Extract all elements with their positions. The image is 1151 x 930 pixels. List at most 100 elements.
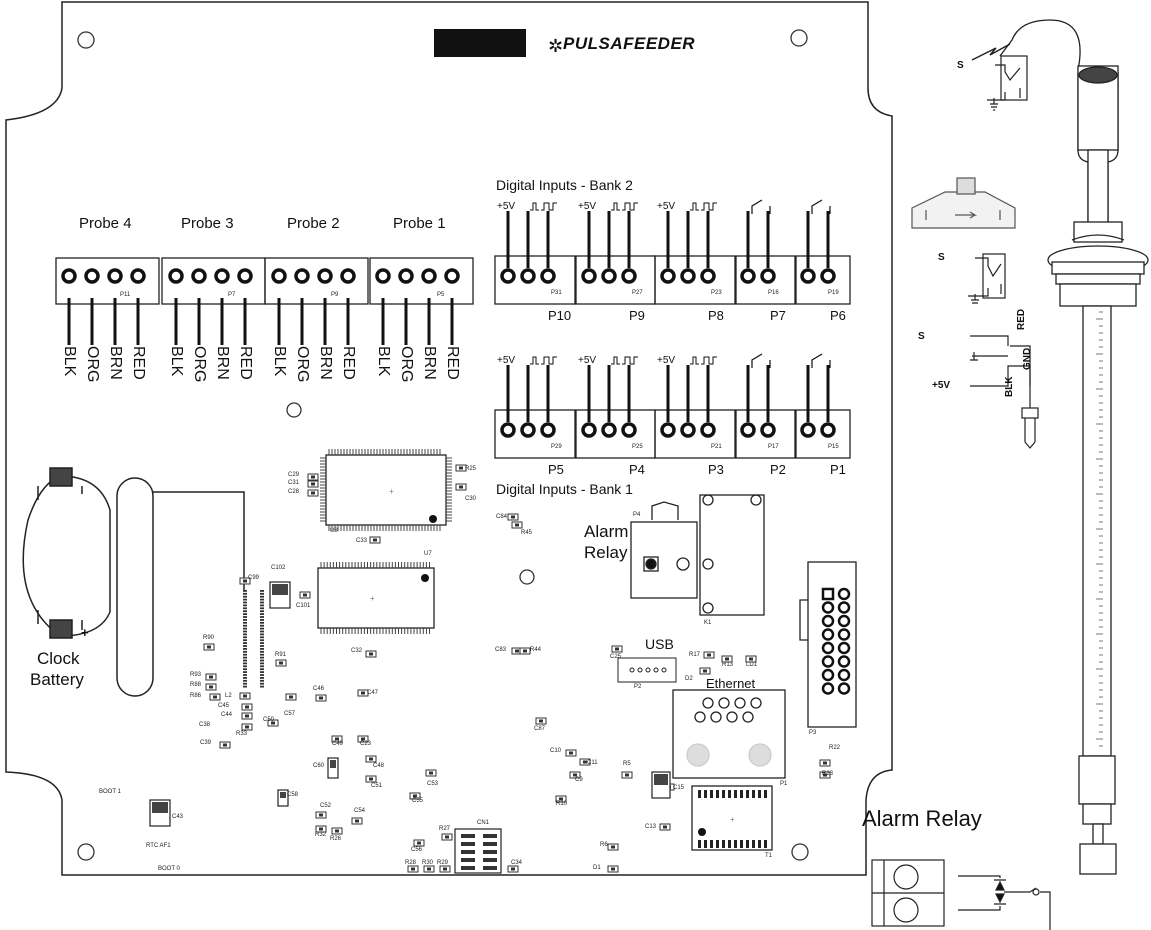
bank1-power-label: +5V <box>657 355 676 366</box>
component-ref: R10 <box>556 801 568 807</box>
component-ref: R88 <box>190 682 202 688</box>
probe-wire-label: ORG <box>191 346 208 383</box>
component-ref: C87 <box>534 726 546 732</box>
bank1-port-name: P4 <box>629 462 645 477</box>
bank2-title: Digital Inputs - Bank 2 <box>496 177 633 193</box>
svg-text:+: + <box>370 594 375 603</box>
component-ref: D1 <box>593 865 601 871</box>
component-ref: R6 <box>600 842 608 848</box>
component-ref: R93 <box>190 672 202 678</box>
bank1-pin <box>820 422 836 438</box>
component-ref: R33 <box>236 731 248 737</box>
bank1-pin <box>800 422 816 438</box>
cn1-pins <box>461 834 497 870</box>
bank2-pin <box>500 268 516 284</box>
pulse-symbol-icon <box>690 202 699 211</box>
ethernet-port <box>672 689 786 779</box>
component-ref: R90 <box>203 635 215 641</box>
pulse-symbols <box>530 202 717 365</box>
component-ref: C38 <box>199 722 211 728</box>
switch-symbol-1 <box>987 55 1028 111</box>
usb-ref: P2 <box>634 684 642 690</box>
probe-pin <box>107 268 123 284</box>
bank1-pin <box>740 422 756 438</box>
component-ref: R44 <box>530 647 542 653</box>
probe-pin <box>214 268 230 284</box>
component-ref: C29 <box>288 472 300 478</box>
bank2-pin <box>581 268 597 284</box>
bank1-pin <box>500 422 516 438</box>
probe-3-title: Probe 3 <box>181 215 234 232</box>
component-ref: L2 <box>225 693 232 699</box>
pin-header <box>799 561 857 728</box>
bank2-power-label: +5V <box>497 201 516 212</box>
component-ref: C15 <box>673 785 685 791</box>
probe-pin <box>421 268 437 284</box>
bank2-port-ref: P31 <box>551 290 562 296</box>
mounting-hole <box>77 31 95 49</box>
component-ref: C13 <box>645 824 657 830</box>
probe-4-ref: P11 <box>120 292 131 298</box>
chip-pins <box>320 449 452 634</box>
component-ref: R30 <box>422 860 434 866</box>
pulse-symbol-icon <box>530 202 539 211</box>
component-ref: C48 <box>373 763 385 769</box>
component-ref: C58 <box>287 792 299 798</box>
mounting-hole <box>77 843 95 861</box>
pulse-symbol-icon <box>622 356 638 365</box>
bank2-port-name: P10 <box>548 308 572 323</box>
switch-symbols <box>751 199 831 368</box>
probe-wire-label: ORG <box>398 346 415 383</box>
clock-battery-line1: Clock <box>37 649 80 668</box>
component-ref: R91 <box>275 652 287 658</box>
relay-ref: K1 <box>704 620 712 626</box>
u7-chip: + <box>317 567 435 629</box>
sensor-plus5: +5V <box>932 380 951 391</box>
component-ref: LD1 <box>746 662 758 668</box>
probe-pin <box>271 268 287 284</box>
pulse-symbol-icon <box>622 202 638 211</box>
component-ref: R86 <box>190 693 202 699</box>
alarm-relay-ref: P4 <box>633 512 641 518</box>
component-ref: R28 <box>405 860 417 866</box>
brand-name: PULSAFEEDER <box>563 34 696 53</box>
bank2-port-ref: P23 <box>711 290 722 296</box>
probe-1-title: Probe 1 <box>393 215 446 232</box>
cn1-ref: CN1 <box>477 820 490 826</box>
component-ref: R26 <box>330 836 342 842</box>
component-ref: C52 <box>320 803 332 809</box>
alarm-relay-legend <box>871 859 1051 930</box>
probe-2-title: Probe 2 <box>287 215 340 232</box>
probe-4-title: Probe 4 <box>79 215 132 232</box>
bank2-pin <box>680 268 696 284</box>
alarm-relay-line1: Alarm <box>584 522 629 541</box>
bank2-port-name: P6 <box>830 308 846 323</box>
bank1-port-ref: P21 <box>711 444 722 450</box>
sensor-gnd-wire: GND <box>1022 347 1033 370</box>
sensor-wiring <box>970 335 1039 449</box>
component-ref: C50 <box>263 717 275 723</box>
battery-holder <box>22 467 245 697</box>
bank2-power-label: +5V <box>657 201 676 212</box>
probe-wire-label: BRN <box>317 346 334 380</box>
component-ref: R45 <box>521 530 533 536</box>
component-ref: C51 <box>371 783 383 789</box>
component-ref: C45 <box>218 703 230 709</box>
component-ref: C55 <box>412 798 424 804</box>
probe-wire-label: ORG <box>294 346 311 383</box>
component-ref: R17 <box>689 652 701 658</box>
component-ref: C43 <box>172 814 184 820</box>
bank1-power-label: +5V <box>497 355 516 366</box>
probe-pin <box>61 268 77 284</box>
component-ref: C39 <box>200 740 212 746</box>
mounting-hole <box>286 402 302 418</box>
component-ref: C11 <box>587 760 598 766</box>
component-ref: C46 <box>313 686 325 692</box>
bank1-port-ref: P29 <box>551 444 562 450</box>
sensor-signal-label-2: S <box>938 252 945 263</box>
bank1-pin <box>581 422 597 438</box>
bank1-port-ref: P17 <box>768 444 779 450</box>
component-ref: R22 <box>829 745 841 751</box>
probe-wire-label: RED <box>237 346 254 380</box>
